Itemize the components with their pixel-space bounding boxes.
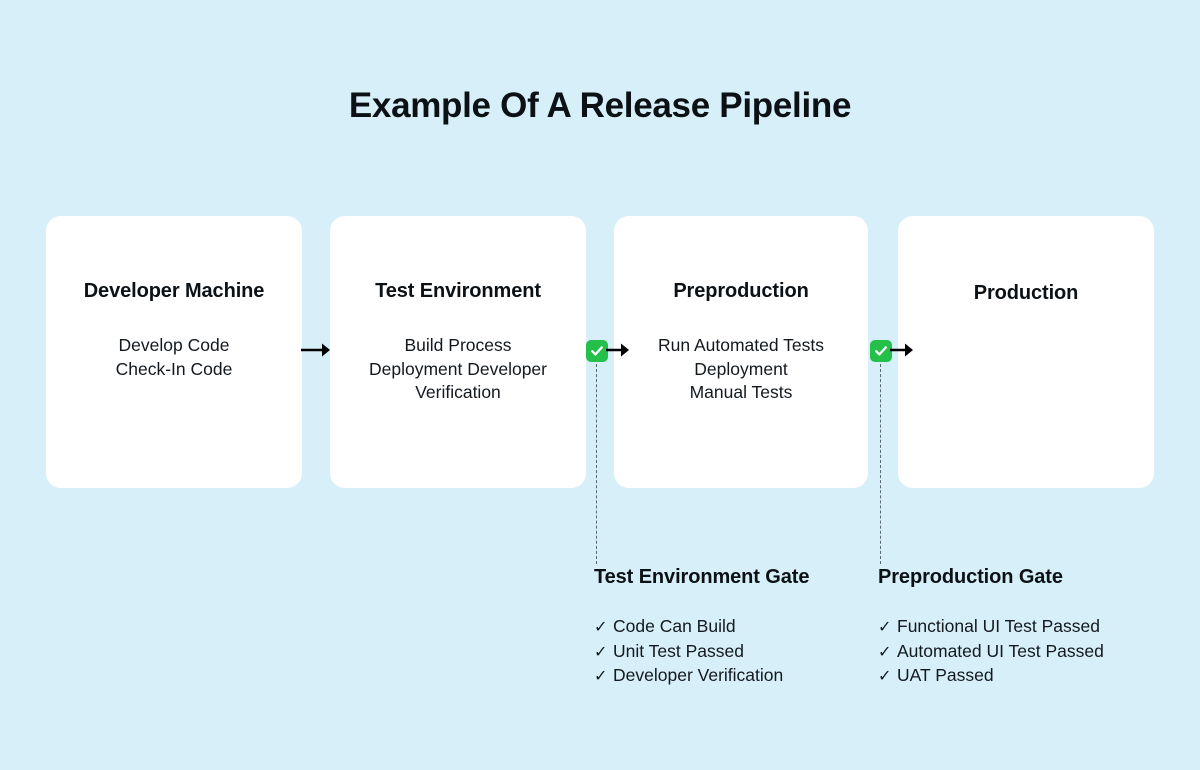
gate-checklist-item-label: Functional UI Test Passed [897,616,1100,636]
stage-body-line: Run Automated Tests [657,335,825,355]
gate-title: Test Environment Gate [594,566,810,588]
stage-body: Run Automated Tests Deployment Manual Te… [628,334,854,405]
arrow-right-icon [606,339,630,361]
gate-checklist-item-label: Developer Verification [613,665,784,685]
check-icon: ✓ [878,643,892,661]
stage-title: Test Environment [375,280,541,302]
gate-checklist-item: ✓ Unit Test Passed [594,640,864,665]
stage-card-developer-machine: Developer Machine Develop Code Check-In … [46,216,302,488]
check-icon: ✓ [594,668,608,685]
gate-checklist-item-label: UAT Passed [897,665,994,685]
stage-title: Production [973,282,1079,304]
gate-checklist-item: ✓ Code Can Build [594,615,864,640]
dashed-connector-preproduction-gate [880,364,881,564]
stage-body-line: Deployment [694,358,788,379]
check-icon: ✓ [878,668,892,685]
gate-checklist-item: ✓ Developer Verification [594,664,864,689]
gate-checklist-item: ✓ Functional UI Test Passed [878,615,1163,640]
dashed-connector-test-environment-gate [596,364,597,564]
gate-block-preproduction-gate: Preproduction Gate ✓ Functional UI Test … [878,566,1163,689]
gate-checklist-item-label: Automated UI Test Passed [897,640,1104,661]
stage-body-line: Build Process [404,335,512,355]
check-icon: ✓ [878,619,892,636]
stage-card-preproduction: Preproduction Run Automated Tests Deploy… [614,216,868,488]
gate-checklist: ✓ Functional UI Test Passed ✓ Automated … [878,615,1163,689]
stage-card-production: Production [898,216,1154,488]
gate-checklist-item-label: Unit Test Passed [613,640,744,661]
gate-block-test-environment-gate: Test Environment Gate ✓ Code Can Build ✓… [594,566,864,689]
stage-body-line: Develop Code [118,335,230,355]
stage-title: Preproduction [673,280,809,302]
stage-body-line: Check-In Code [115,358,233,379]
arrow-right-icon [301,339,331,361]
arrow-right-icon [890,339,914,361]
check-icon: ✓ [594,643,608,661]
gate-checklist-item: ✓ UAT Passed [878,664,1163,689]
stage-card-test-environment: Test Environment Build Process Deploymen… [330,216,586,488]
page-title: Example Of A Release Pipeline [348,86,852,125]
stage-title: Developer Machine [83,280,265,302]
check-badge-icon [586,340,608,362]
stage-body: Develop Code Check-In Code [60,334,288,381]
gate-checklist: ✓ Code Can Build ✓ Unit Test Passed ✓ De… [594,615,864,689]
stage-body-line: Manual Tests [689,382,793,402]
stage-body: Build Process Deployment Developer Verif… [344,334,572,405]
gate-checklist-item-label: Code Can Build [613,616,736,636]
check-icon: ✓ [594,619,608,636]
gate-checklist-item: ✓ Automated UI Test Passed [878,640,1163,665]
gate-title: Preproduction Gate [878,566,1063,588]
stage-body-line: Verification [415,382,501,402]
stage-body-line: Deployment Developer [368,358,547,379]
check-badge-icon [870,340,892,362]
